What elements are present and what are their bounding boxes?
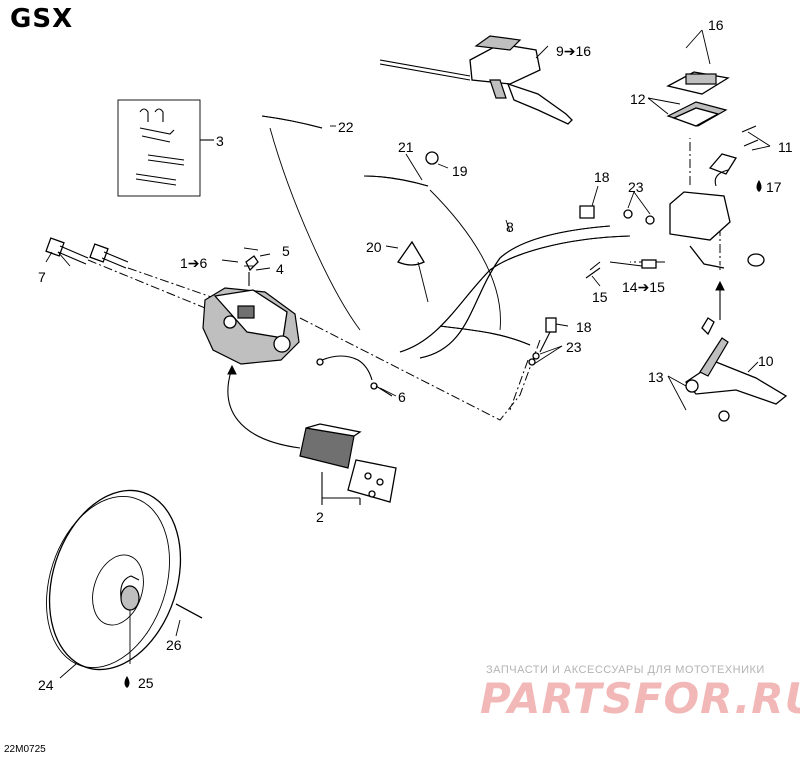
callout-15: 15 bbox=[592, 289, 608, 305]
callout-23-lower: 23 bbox=[566, 339, 582, 355]
master-cylinder-upper bbox=[379, 35, 573, 125]
brake-pads bbox=[299, 423, 397, 503]
brake-disc bbox=[46, 489, 182, 671]
pin-kit-box bbox=[117, 99, 214, 197]
callout-18-lower: 18 bbox=[576, 319, 592, 335]
drop-icon bbox=[124, 676, 130, 688]
master-cylinder-right bbox=[579, 71, 765, 279]
brake-lines bbox=[399, 225, 631, 359]
brake-caliper bbox=[202, 255, 300, 365]
callout-11: 11 bbox=[778, 139, 793, 155]
callout-3: 3 bbox=[216, 133, 224, 149]
callout-14-15: 14➔15 bbox=[622, 279, 665, 295]
callout-4: 4 bbox=[276, 261, 284, 277]
callout-1-6: 1➔6 bbox=[180, 255, 208, 271]
callout-13: 13 bbox=[648, 369, 664, 385]
page-title: GSX bbox=[10, 4, 74, 34]
callout-16: 16 bbox=[708, 17, 724, 33]
callout-12: 12 bbox=[630, 91, 646, 107]
watermark-logo: PARTSFOR.RU bbox=[480, 674, 800, 723]
brake-lever-assembly bbox=[685, 317, 788, 422]
callout-19: 19 bbox=[452, 163, 468, 179]
callout-6: 6 bbox=[398, 389, 406, 405]
callout-5: 5 bbox=[282, 243, 290, 259]
callout-25: 25 bbox=[138, 675, 154, 691]
callout-8: 8 bbox=[506, 219, 514, 235]
diagram-code: 22M0725 bbox=[4, 744, 46, 755]
watermark-subtitle: ЗАПЧАСТИ И АКСЕССУАРЫ ДЛЯ МОТОТЕХНИКИ bbox=[486, 664, 765, 676]
pad-spring bbox=[316, 355, 393, 397]
drop-icon bbox=[756, 180, 762, 192]
callout-10: 10 bbox=[758, 353, 774, 369]
disc-pin bbox=[175, 603, 203, 619]
callout-20: 20 bbox=[366, 239, 382, 255]
callout-23-upper: 23 bbox=[628, 179, 644, 195]
callout-17: 17 bbox=[766, 179, 782, 195]
callout-2: 2 bbox=[316, 509, 324, 525]
callout-9-16: 9➔16 bbox=[556, 43, 591, 59]
callout-18-upper: 18 bbox=[594, 169, 610, 185]
callout-24: 24 bbox=[38, 677, 54, 693]
banjo-fitting-lower bbox=[528, 317, 557, 366]
callout-7: 7 bbox=[38, 269, 46, 285]
callout-26: 26 bbox=[166, 637, 182, 653]
callout-22: 22 bbox=[338, 119, 354, 135]
callout-21: 21 bbox=[398, 139, 414, 155]
caliper-bolts bbox=[45, 237, 129, 269]
grommet bbox=[397, 240, 425, 266]
hose-sleeves bbox=[261, 115, 439, 187]
